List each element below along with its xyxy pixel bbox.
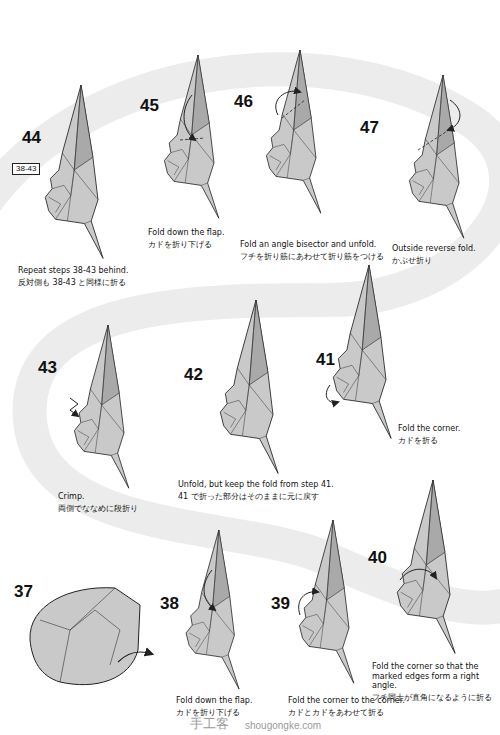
step-38-figure <box>186 530 239 689</box>
step-40-figure <box>397 480 455 653</box>
step-43-figure <box>74 325 128 488</box>
fold-arrow <box>448 100 460 130</box>
step-45-figure <box>164 55 218 218</box>
step-number: 40 <box>368 548 387 568</box>
valley-fold-line <box>418 128 452 150</box>
step-caption: カドとカドをあわせて折る <box>288 708 384 718</box>
step-caption: Repeat steps 38-43 behind. <box>18 266 129 276</box>
step-caption: フチ同士が直角になるように折る <box>372 693 496 703</box>
step-number: 39 <box>271 594 290 614</box>
fold-arrow <box>184 95 195 140</box>
step-46-figure <box>266 50 320 213</box>
step-caption: Fold an angle bisector and unfold. <box>240 240 376 250</box>
step-caption: Fold the corner so that the marked edges… <box>372 662 496 691</box>
step-number: 43 <box>38 358 57 378</box>
step-number: 44 <box>22 128 41 148</box>
step-caption: 41 で折った部分はそのままに元に戻す <box>178 492 319 502</box>
step-number: 42 <box>184 365 203 385</box>
step-number: 37 <box>14 582 33 602</box>
step-number: 47 <box>360 118 379 138</box>
step-caption: かぶせ折り <box>392 256 432 266</box>
step-caption: フチを折り筋にあわせて折り筋をつける <box>240 252 384 262</box>
step-39-figure <box>299 520 353 683</box>
step-caption: 反対側も 38-43 と同様に折る <box>18 278 126 288</box>
progress-arrow <box>118 652 152 662</box>
crease <box>40 610 120 665</box>
fold-arrow <box>204 570 215 610</box>
step-caption: Outside reverse fold. <box>392 244 476 254</box>
step-number: 45 <box>140 96 159 116</box>
step-42-figure <box>220 300 278 473</box>
step-44-figure <box>45 85 103 258</box>
step-caption: カドを折る <box>398 436 438 446</box>
fold-arrow <box>299 592 318 615</box>
valley-fold-line <box>180 138 205 140</box>
fold-arrow <box>276 91 300 115</box>
valley-fold-line <box>282 100 305 118</box>
step-range: 38-43 <box>16 164 36 173</box>
step-caption: Fold the corner. <box>398 424 460 434</box>
step-caption: Fold down the flap. <box>148 228 224 238</box>
step-number: 38 <box>160 594 179 614</box>
step-47-figure <box>409 75 463 238</box>
step-caption: 両側でななめに段折り <box>58 504 138 514</box>
step-37-closeup <box>30 588 140 685</box>
step-caption: Crimp. <box>58 492 85 502</box>
crease <box>60 588 115 682</box>
watermark: 手工客 <box>190 716 229 732</box>
step-41-figure <box>333 265 391 438</box>
watermark: shougongke.com <box>245 720 321 732</box>
crimp-arrow <box>70 398 78 416</box>
fold-arrow <box>400 569 436 580</box>
step-caption: Unfold, but keep the fold from step 41. <box>178 480 334 490</box>
step-number: 41 <box>316 350 335 370</box>
step-number: 46 <box>234 92 253 112</box>
step-caption: Fold down the flap. <box>176 696 252 706</box>
step-caption: カドを折り下げる <box>148 240 212 250</box>
fold-arrow <box>326 385 338 403</box>
step-range-box: 38-43 <box>12 163 40 175</box>
